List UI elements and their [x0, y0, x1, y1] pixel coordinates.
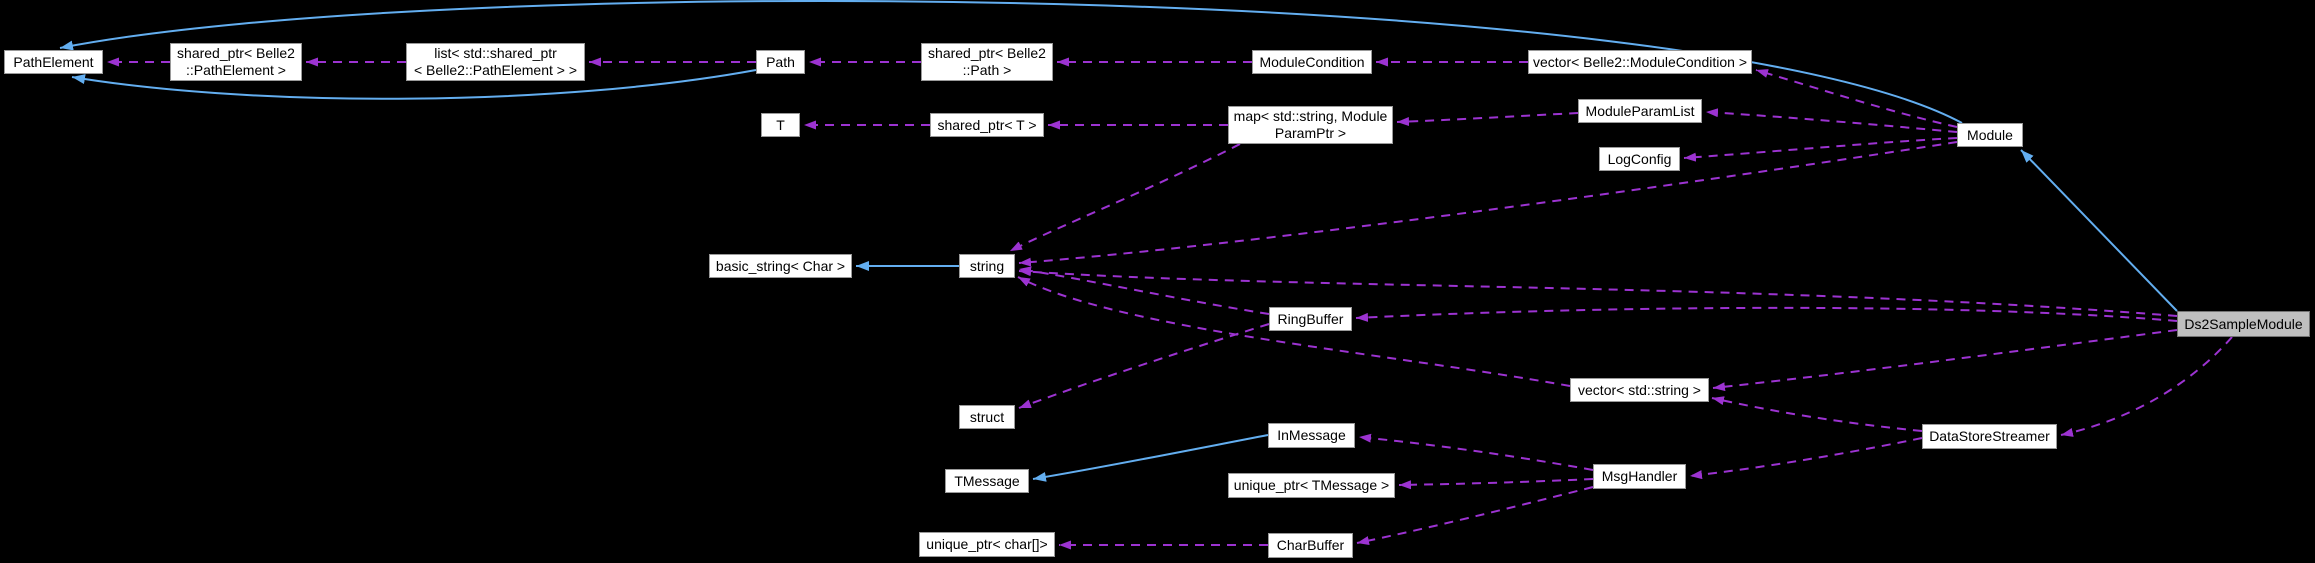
node-shared-ptr-pathelement[interactable]: shared_ptr< Belle2 ::PathElement > [170, 43, 302, 81]
node-list-shared-ptr-pathelement[interactable]: list< std::shared_ptr < Belle2::PathElem… [406, 43, 585, 81]
node-unique-ptr-char[interactable]: unique_ptr< char[]> [919, 532, 1055, 557]
node-shared-ptr-path[interactable]: shared_ptr< Belle2 ::Path > [921, 43, 1053, 81]
node-modulecondition[interactable]: ModuleCondition [1252, 50, 1372, 74]
node-map-string-moduleparamptr[interactable]: map< std::string, Module ParamPtr > [1228, 106, 1393, 144]
node-inmessage[interactable]: InMessage [1268, 423, 1355, 448]
node-module[interactable]: Module [1957, 123, 2023, 147]
node-vector-modulecondition[interactable]: vector< Belle2::ModuleCondition > [1528, 50, 1752, 74]
node-pathelement[interactable]: PathElement [4, 50, 103, 74]
node-msghandler[interactable]: MsgHandler [1593, 464, 1686, 489]
node-string[interactable]: string [959, 254, 1015, 278]
node-t[interactable]: T [761, 113, 800, 137]
node-charbuffer[interactable]: CharBuffer [1268, 533, 1353, 558]
node-logconfig[interactable]: LogConfig [1599, 147, 1680, 171]
node-path[interactable]: Path [756, 50, 805, 74]
node-ringbuffer[interactable]: RingBuffer [1269, 307, 1352, 331]
node-ds2samplemodule: Ds2SampleModule [2177, 311, 2310, 337]
node-moduleparamlist[interactable]: ModuleParamList [1578, 99, 1702, 123]
node-tmessage[interactable]: TMessage [945, 469, 1029, 493]
node-basic-string-char[interactable]: basic_string< Char > [709, 254, 852, 278]
node-vector-std-string[interactable]: vector< std::string > [1570, 378, 1709, 402]
node-struct[interactable]: struct [959, 405, 1015, 429]
node-unique-ptr-tmessage[interactable]: unique_ptr< TMessage > [1228, 473, 1395, 498]
node-datastorestreamer[interactable]: DataStoreStreamer [1922, 424, 2057, 449]
node-shared-ptr-t[interactable]: shared_ptr< T > [930, 113, 1044, 137]
